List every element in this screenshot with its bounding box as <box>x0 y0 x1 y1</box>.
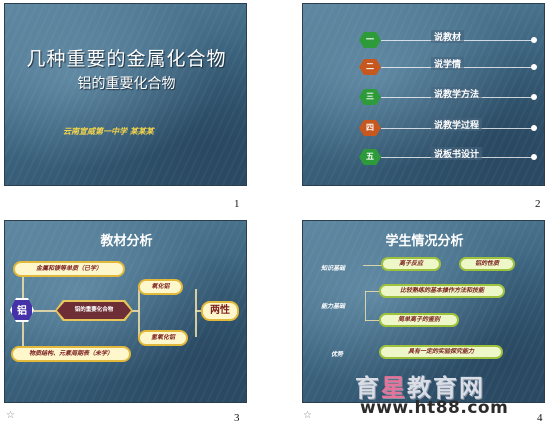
skills-pill: 比较熟练的基本操作方法和技能 <box>379 284 505 298</box>
menu-label-3: 说教学方法 <box>431 87 483 100</box>
bullet-dot-icon <box>531 37 537 43</box>
badge-3: 三 <box>359 89 381 105</box>
slide-1-subtitle: 铝的重要化合物 <box>77 76 176 92</box>
slide-1-author: 云南宣威第一中学 某某某 <box>63 127 154 136</box>
slide-1-title: 几种重要的金属化合物 <box>26 48 227 70</box>
strength-label: 优势 <box>331 351 344 358</box>
knowledge-label: 知识基础 <box>321 265 346 272</box>
menu-row-5: 五 说板书设计 <box>359 147 539 165</box>
watermark-brand-highlight: 星 <box>381 374 407 402</box>
slide-2-thumbnail[interactable]: 一 说教材 二 说学情 三 说教学方法 四 说教学过程 五 说板书设计 <box>302 3 545 186</box>
inquiry-ability-pill: 具有一定的实验探究能力 <box>379 345 503 359</box>
slide-3-thumbnail[interactable]: 教材分析 金属和镁等单质（已学） 铝 铝的重要化合物 物质结构、元素周期表（未学… <box>4 220 247 403</box>
slide-2-number: 2 <box>535 198 541 210</box>
watermark-brand-prefix: 育 <box>355 374 381 402</box>
hydroxide-pill: 氢氧化铝 <box>138 330 188 346</box>
future-knowledge-pill: 物质结构、元素周期表（未学） <box>11 346 131 362</box>
bullet-dot-icon <box>531 154 537 160</box>
menu-label-4: 说教学过程 <box>431 118 483 131</box>
menu-row-3: 三 说教学方法 <box>359 87 539 105</box>
bullet-dot-icon <box>531 94 537 100</box>
bullet-dot-icon <box>531 64 537 70</box>
menu-label-2: 说学情 <box>431 57 465 70</box>
bullet-dot-icon <box>531 125 537 131</box>
watermark-url: www.ht88.com <box>360 398 509 418</box>
ability-label: 能力基础 <box>321 303 346 310</box>
slide-4-thumbnail[interactable]: 学生情况分析 知识基础 能力基础 优势 离子反应 铝的性质 比较熟练的基本操作方… <box>302 220 545 403</box>
menu-label-5: 说板书设计 <box>431 147 483 160</box>
site-watermark: 育星教育网 www.ht88.com <box>355 368 508 418</box>
menu-row-2: 二 说学情 <box>359 57 539 75</box>
slide-3-number: 3 <box>234 412 240 424</box>
slide-4-transition-icon: ☆ <box>303 410 312 421</box>
slide-4-title: 学生情况分析 <box>385 234 464 249</box>
badge-4: 四 <box>359 120 381 136</box>
oxide-pill: 氧化铝 <box>138 279 183 295</box>
menu-row-1: 一 说教材 <box>359 30 539 48</box>
center-topic-hex: 铝的重要化合物 <box>57 302 131 319</box>
amphoteric-pill: 两性 <box>201 301 239 321</box>
badge-1: 一 <box>359 32 381 48</box>
ion-identification-pill: 简单离子的鉴别 <box>379 313 459 327</box>
watermark-brand-suffix: 教育网 <box>407 374 485 402</box>
menu-row-4: 四 说教学过程 <box>359 118 539 136</box>
ionic-reaction-pill: 离子反应 <box>381 257 441 271</box>
slide-1-number: 1 <box>234 198 240 210</box>
aluminum-hex: 铝 <box>10 298 34 322</box>
slide-1-thumbnail[interactable]: 几种重要的金属化合物 铝的重要化合物 云南宣威第一中学 某某某 <box>4 3 247 186</box>
badge-5: 五 <box>359 149 381 165</box>
badge-2: 二 <box>359 59 381 75</box>
slide-3-transition-icon: ☆ <box>6 410 15 421</box>
slide-3-title: 教材分析 <box>100 234 153 249</box>
prior-knowledge-pill: 金属和镁等单质（已学） <box>13 261 125 277</box>
menu-label-1: 说教材 <box>431 30 465 43</box>
aluminum-property-pill: 铝的性质 <box>459 257 515 271</box>
slide-4-number: 4 <box>537 412 543 424</box>
